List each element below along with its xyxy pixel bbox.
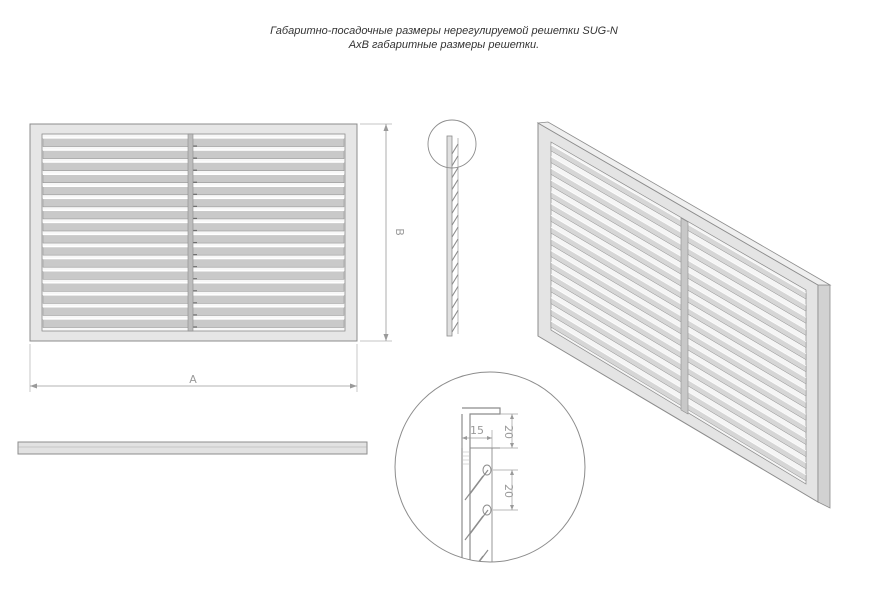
- iso-slat: [550, 308, 807, 470]
- front-slat: [42, 318, 345, 328]
- side-slat: [451, 309, 459, 321]
- front-slat: [42, 269, 345, 280]
- isometric-view: [536, 121, 832, 509]
- iso-slat: [550, 261, 807, 421]
- iso-slat: [550, 226, 807, 385]
- iso-slat: [550, 250, 807, 409]
- iso-slat: [550, 203, 807, 361]
- front-slat: [42, 137, 345, 147]
- side-slat: [451, 167, 459, 178]
- dimension-frame-width-label: 15: [470, 424, 484, 437]
- front-slat: [42, 245, 345, 256]
- front-view: [29, 123, 358, 342]
- iso-slat: [550, 238, 807, 397]
- front-slat: [42, 294, 345, 304]
- side-slat: [451, 203, 459, 214]
- front-slat: [42, 282, 345, 292]
- iso-slat: [550, 297, 807, 458]
- front-slat: [42, 257, 345, 268]
- dimension-height: B: [360, 123, 406, 342]
- caption-line-1: Габаритно-посадочные размеры нерегулируе…: [270, 25, 618, 37]
- side-slat: [451, 321, 459, 333]
- side-section-view: [446, 135, 459, 337]
- iso-slat: [550, 167, 807, 324]
- side-slat: [451, 286, 459, 297]
- side-slat: [451, 298, 459, 309]
- iso-frame-side: [817, 284, 831, 509]
- front-slat: [42, 306, 345, 316]
- section-detail-circle: 15 20 20: [394, 371, 586, 563]
- dimension-width-label: A: [189, 373, 197, 386]
- front-center-divider: [187, 133, 194, 332]
- iso-slat: [550, 191, 807, 348]
- iso-slat: [550, 320, 807, 482]
- detail-slat-2: [464, 504, 492, 541]
- side-slat: [451, 226, 459, 238]
- iso-slat: [550, 179, 807, 336]
- dimension-height-label: B: [393, 228, 406, 236]
- side-slat: [451, 155, 459, 167]
- side-section-slats: [451, 143, 459, 333]
- side-slat: [451, 262, 459, 273]
- dimension-pitch-label: 20: [502, 484, 515, 498]
- iso-slat: [550, 144, 807, 300]
- top-detail-circle: [427, 119, 477, 169]
- front-slat: [42, 161, 345, 171]
- side-slat: [451, 238, 459, 250]
- front-slat: [42, 185, 345, 196]
- front-slats: [42, 137, 345, 328]
- front-slat: [42, 173, 345, 183]
- iso-slat: [550, 214, 807, 373]
- iso-slats: [550, 144, 807, 482]
- dimension-width: A: [29, 344, 358, 392]
- side-slat: [451, 179, 459, 190]
- side-slat: [451, 250, 459, 262]
- iso-slat: [550, 273, 807, 433]
- detail-slat-1: [464, 464, 492, 501]
- side-slat: [451, 191, 459, 202]
- front-slat: [42, 221, 345, 232]
- side-slat: [451, 143, 459, 155]
- front-slat: [42, 149, 345, 159]
- iso-slat: [550, 285, 807, 446]
- caption-line-2: AxB габаритные размеры решетки.: [348, 39, 540, 51]
- front-slat: [42, 209, 345, 220]
- figure-caption: Габаритно-посадочные размеры нерегулируе…: [0, 24, 888, 52]
- iso-center-divider: [680, 217, 689, 415]
- detail-slat-3: [464, 549, 489, 562]
- side-slat: [451, 274, 459, 285]
- front-slat: [42, 197, 345, 208]
- front-slat: [42, 233, 345, 244]
- bottom-view: [17, 441, 368, 455]
- iso-slat: [550, 156, 807, 312]
- iso-frame-top: [536, 121, 832, 286]
- dimension-top-depth-label: 20: [502, 425, 515, 439]
- side-slat: [451, 214, 459, 226]
